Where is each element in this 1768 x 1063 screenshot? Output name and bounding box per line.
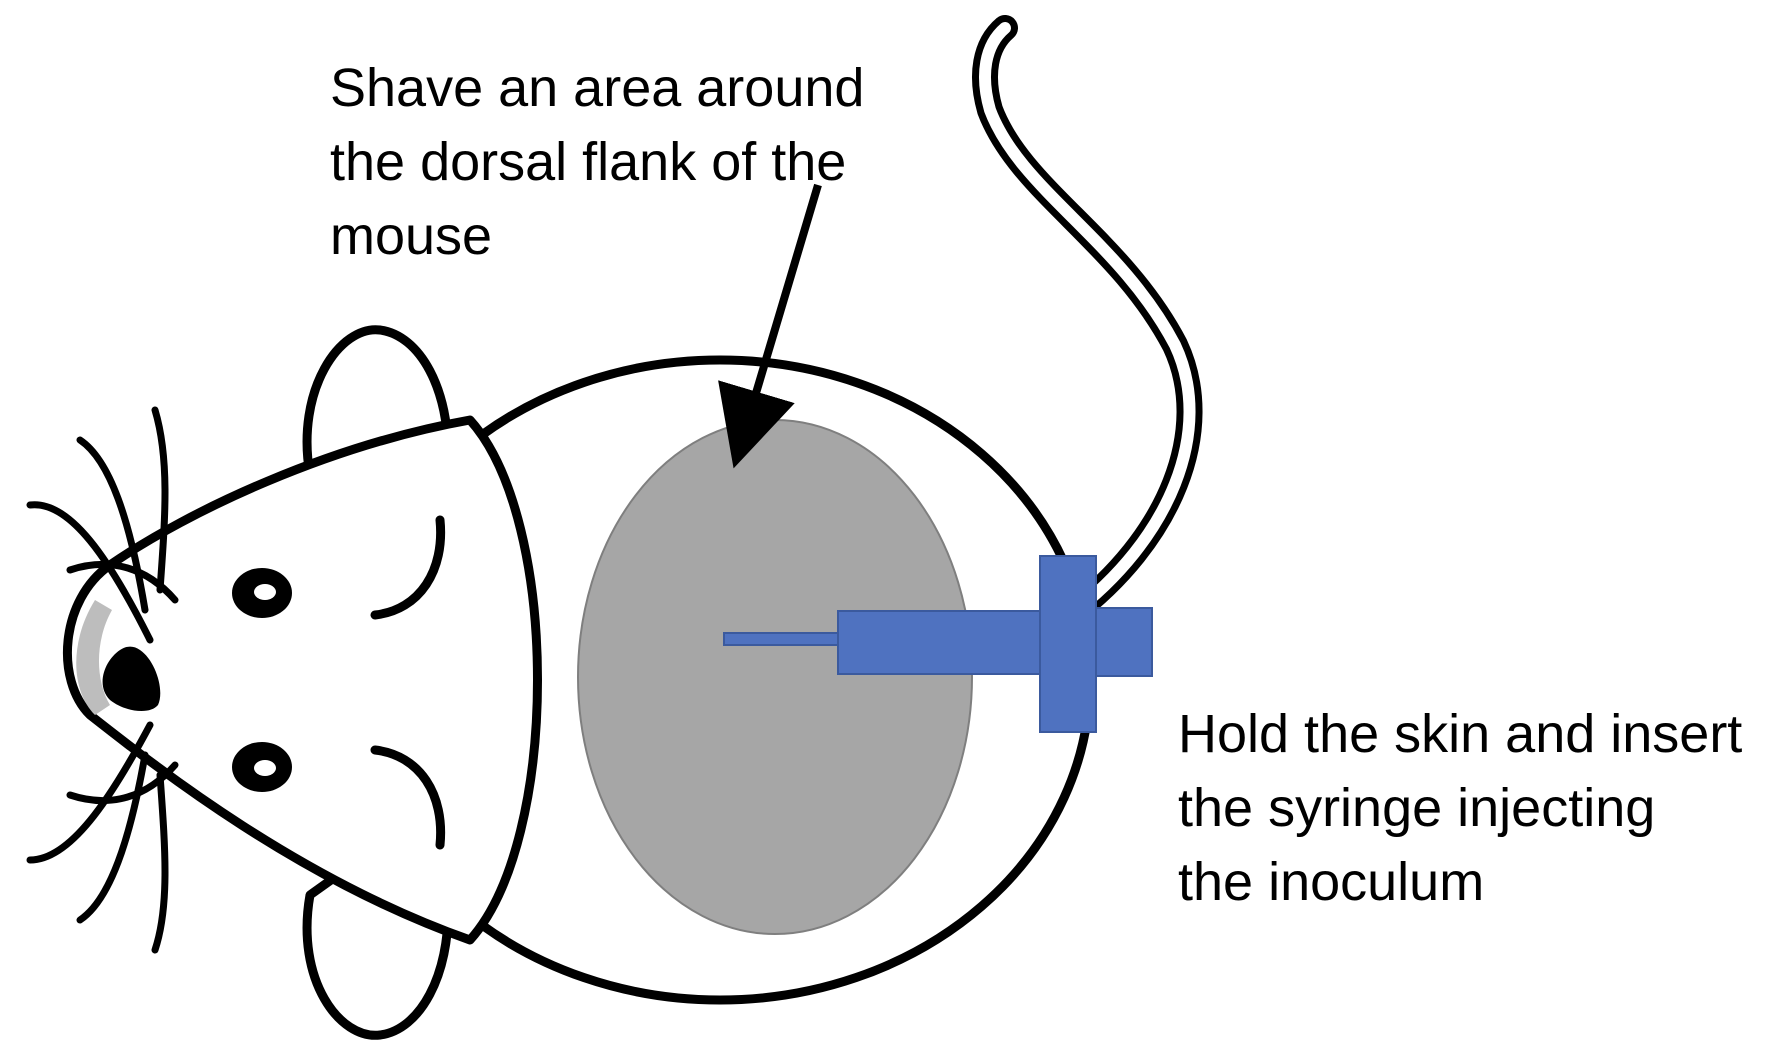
pointer-arrow [718, 183, 822, 469]
injection-instruction-line: the syringe injecting [1178, 778, 1656, 838]
mouse-eye-lower [232, 742, 292, 792]
shave-instruction-line: mouse [330, 206, 493, 266]
mouse-nose [102, 646, 161, 712]
shave-instruction: Shave an area around the dorsal flank of… [330, 51, 864, 273]
injection-instruction-line: the inoculum [1178, 852, 1485, 912]
syringe-icon [723, 555, 1153, 733]
mouse-head [62, 415, 542, 945]
whiskers-upper [26, 406, 179, 644]
syringe-barrel [837, 610, 1044, 675]
injection-instruction: Hold the skin and insert the syringe inj… [1178, 697, 1742, 919]
syringe-finger-flange [1039, 555, 1097, 733]
syringe-needle [723, 632, 843, 646]
whiskers-lower [26, 721, 179, 954]
shave-instruction-line: Shave an area around [330, 58, 865, 118]
mouse-eye-upper [232, 568, 292, 618]
shave-instruction-line: the dorsal flank of the [330, 132, 847, 192]
shaved-area [577, 419, 973, 935]
syringe-plunger [1095, 607, 1153, 677]
injection-instruction-line: Hold the skin and insert [1178, 704, 1743, 764]
